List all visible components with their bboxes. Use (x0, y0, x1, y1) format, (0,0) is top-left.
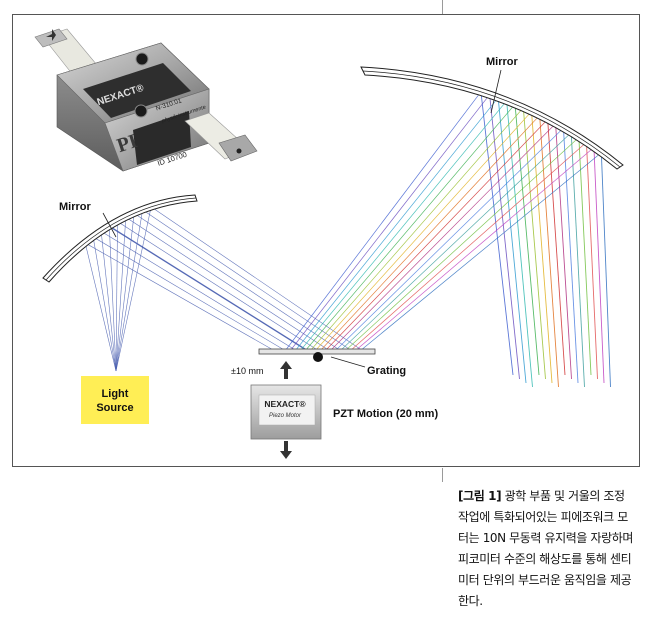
diffracted-ray-line (570, 132, 585, 388)
ray-line (117, 221, 320, 352)
top-right-mirror (360, 66, 624, 170)
diffracted-ray-line (531, 111, 553, 384)
optics-diagram: Mirror Mirror Grating Light Source ±10 m… (34, 28, 624, 459)
ray-line (142, 209, 353, 352)
figure-panel: Mirror Mirror Grating Light Source ±10 m… (12, 14, 640, 467)
diffracted-ray-line (359, 152, 602, 352)
ray-line (115, 213, 135, 372)
diffracted-ray-line (555, 123, 572, 380)
motor-brand-label: NEXACT® (264, 399, 306, 409)
diffracted-ray-line (324, 119, 548, 352)
diffracted-ray-line (309, 107, 524, 352)
caption-text: 광학 부품 및 거울의 조정 작업에 특화되어있는 피에조워크 모터는 10N … (458, 489, 634, 608)
ray-line (108, 226, 117, 372)
diffracted-ray-line (593, 147, 605, 384)
ray-line (100, 231, 117, 372)
travel-range-label: ±10 mm (231, 366, 263, 376)
diffracted-ray-line (304, 103, 516, 352)
diffracted-ray-line (489, 94, 520, 380)
ray-line (108, 225, 309, 352)
down-arrow-icon (280, 441, 292, 459)
motor-sub-label: Piezo Motor (269, 413, 302, 419)
ray-line (85, 242, 276, 352)
light-rays-mirror-to-grating (85, 206, 364, 352)
diffracted-ray-line (497, 97, 527, 384)
diffracted-ray-line (349, 141, 587, 352)
ray-line (115, 221, 118, 372)
ray-line (115, 209, 143, 372)
ray-line (101, 231, 298, 352)
bottom-divider-line (442, 468, 443, 482)
diffracted-ray-line (354, 147, 595, 352)
ray-line (92, 236, 287, 352)
figure-caption: [그림 1] 광학 부품 및 거울의 조정 작업에 특화되어있는 피에조워크 모… (458, 486, 634, 612)
top-divider-line (442, 0, 443, 14)
ray-line (134, 213, 342, 352)
mirror-top-label: Mirror (486, 56, 519, 68)
diffracted-ray-line (319, 115, 540, 352)
diffracted-ray-line (329, 123, 556, 352)
light-source-box (81, 376, 149, 424)
mirror-left-label: Mirror (59, 201, 92, 213)
diffracted-ray-line (299, 100, 507, 352)
diffracted-ray-line (514, 104, 540, 376)
diffracted-ray-line (334, 127, 564, 352)
diffracted-ray-line (562, 127, 579, 384)
diffracted-ray-line (480, 91, 514, 376)
mirror-top-callout (490, 69, 502, 114)
diffracted-ray-line (539, 115, 559, 388)
diffracted-color-rays (284, 91, 611, 388)
grating-pivot-dot (313, 352, 323, 362)
ray-line (92, 236, 117, 372)
light-source-label-line1: Light (102, 388, 129, 400)
ray-line (125, 216, 331, 352)
diffracted-ray-line (284, 91, 482, 352)
light-rays-source-to-mirror (84, 206, 152, 372)
diffracted-ray-line (585, 142, 598, 380)
left-mirror (42, 194, 198, 283)
diffracted-ray-line (294, 97, 499, 352)
grating (258, 348, 376, 368)
shaft-arrow-icon (46, 29, 56, 41)
diffracted-ray-line (547, 119, 566, 376)
light-source-label-line2: Source (96, 402, 133, 414)
diffracted-ray-line (344, 137, 580, 352)
diffracted-ray-line (600, 152, 611, 388)
pzt-motion-label: PZT Motion (20 mm) (333, 408, 438, 420)
diffracted-ray-line (522, 107, 546, 380)
ray-line (115, 217, 127, 372)
ray-line (115, 206, 152, 372)
diffracted-ray-line (339, 132, 572, 352)
diffracted-ray-line (506, 100, 533, 388)
ray-line (151, 206, 364, 352)
nexact-motor-photo: NEXACT® PI N-310.01 physik instrumente I… (34, 28, 258, 172)
ray-line (84, 242, 117, 372)
diffracted-ray-line (289, 94, 490, 352)
diffracted-ray-line (578, 137, 592, 376)
grating-label: Grating (367, 365, 406, 377)
piezo-motor-block: NEXACT® Piezo Motor (250, 384, 322, 440)
caption-figure-tag: [그림 1] (458, 489, 502, 503)
mirror-left-callout (102, 212, 117, 238)
diffracted-ray-line (314, 111, 532, 352)
up-arrow-icon (280, 361, 292, 379)
